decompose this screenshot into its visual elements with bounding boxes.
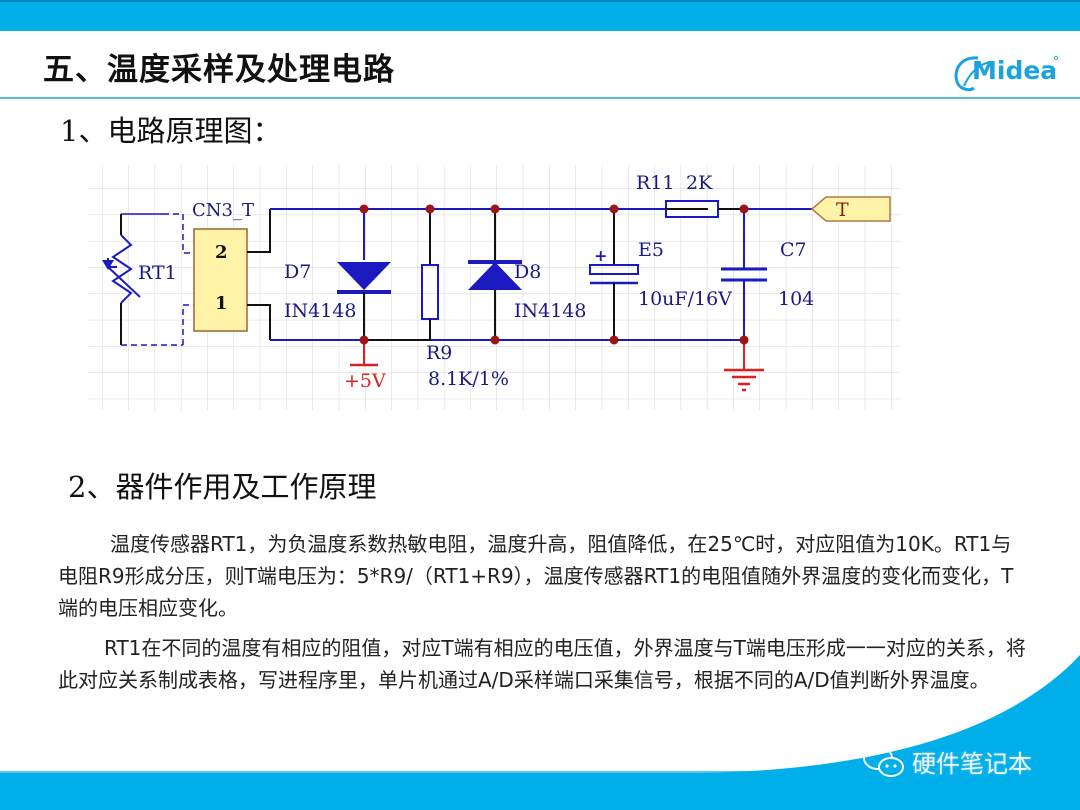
midea-logo-swoosh-icon — [954, 56, 1058, 92]
watermark: 硬件笔记本 — [862, 744, 1032, 779]
svg-text:C7: C7 — [780, 239, 807, 261]
slide-title: 五、温度采样及处理电路 — [43, 52, 395, 88]
port-t — [810, 196, 891, 222]
circuit-schematic: RT1 CN3_T 2 1 D7 IN4148 +5V R9 8.1K/1% D… — [88, 165, 900, 410]
paragraph-sensor-description: 温度传感器RT1，为负温度系数热敏电阻，温度升高，阻值降低，在25℃时，对应阻值… — [58, 532, 1014, 620]
brand-logo-text: Midea — [972, 56, 1058, 85]
svg-text:D7: D7 — [284, 261, 311, 283]
section-heading-schematic: 1、电路原理图： — [60, 114, 282, 148]
svg-text:E5: E5 — [638, 239, 664, 261]
top-banner — [0, 0, 1080, 31]
label-5v: +5V — [344, 370, 386, 392]
svg-text:R11: R11 — [636, 172, 674, 194]
svg-text:1: 1 — [215, 293, 228, 314]
svg-text:IN4148: IN4148 — [514, 300, 586, 322]
watermark-text: 硬件笔记本 — [912, 750, 1032, 778]
label-rt1: RT1 — [138, 262, 177, 284]
svg-text:10uF/16V: 10uF/16V — [638, 288, 732, 310]
wechat-icon — [863, 745, 904, 777]
connector-cn3-t — [193, 228, 248, 332]
svg-text:CN3_T: CN3_T — [192, 200, 254, 221]
svg-text:IN4148: IN4148 — [284, 300, 356, 322]
svg-text:2: 2 — [215, 242, 228, 263]
svg-text:D8: D8 — [514, 261, 541, 283]
svg-text:8.1K/1%: 8.1K/1% — [428, 368, 509, 390]
svg-text:R9: R9 — [426, 342, 452, 364]
section-heading-principle: 2、器件作用及工作原理 — [68, 470, 377, 504]
svg-text:2K: 2K — [686, 172, 713, 194]
svg-text:+: + — [594, 246, 607, 265]
svg-text:T: T — [836, 199, 849, 221]
paragraph-ad-conversion: RT1在不同的温度有相应的阻值，对应T端有相应的电压值，外界温度与T端电压形成一… — [58, 636, 1026, 692]
svg-text:104: 104 — [778, 288, 814, 310]
header-divider — [0, 97, 1080, 99]
